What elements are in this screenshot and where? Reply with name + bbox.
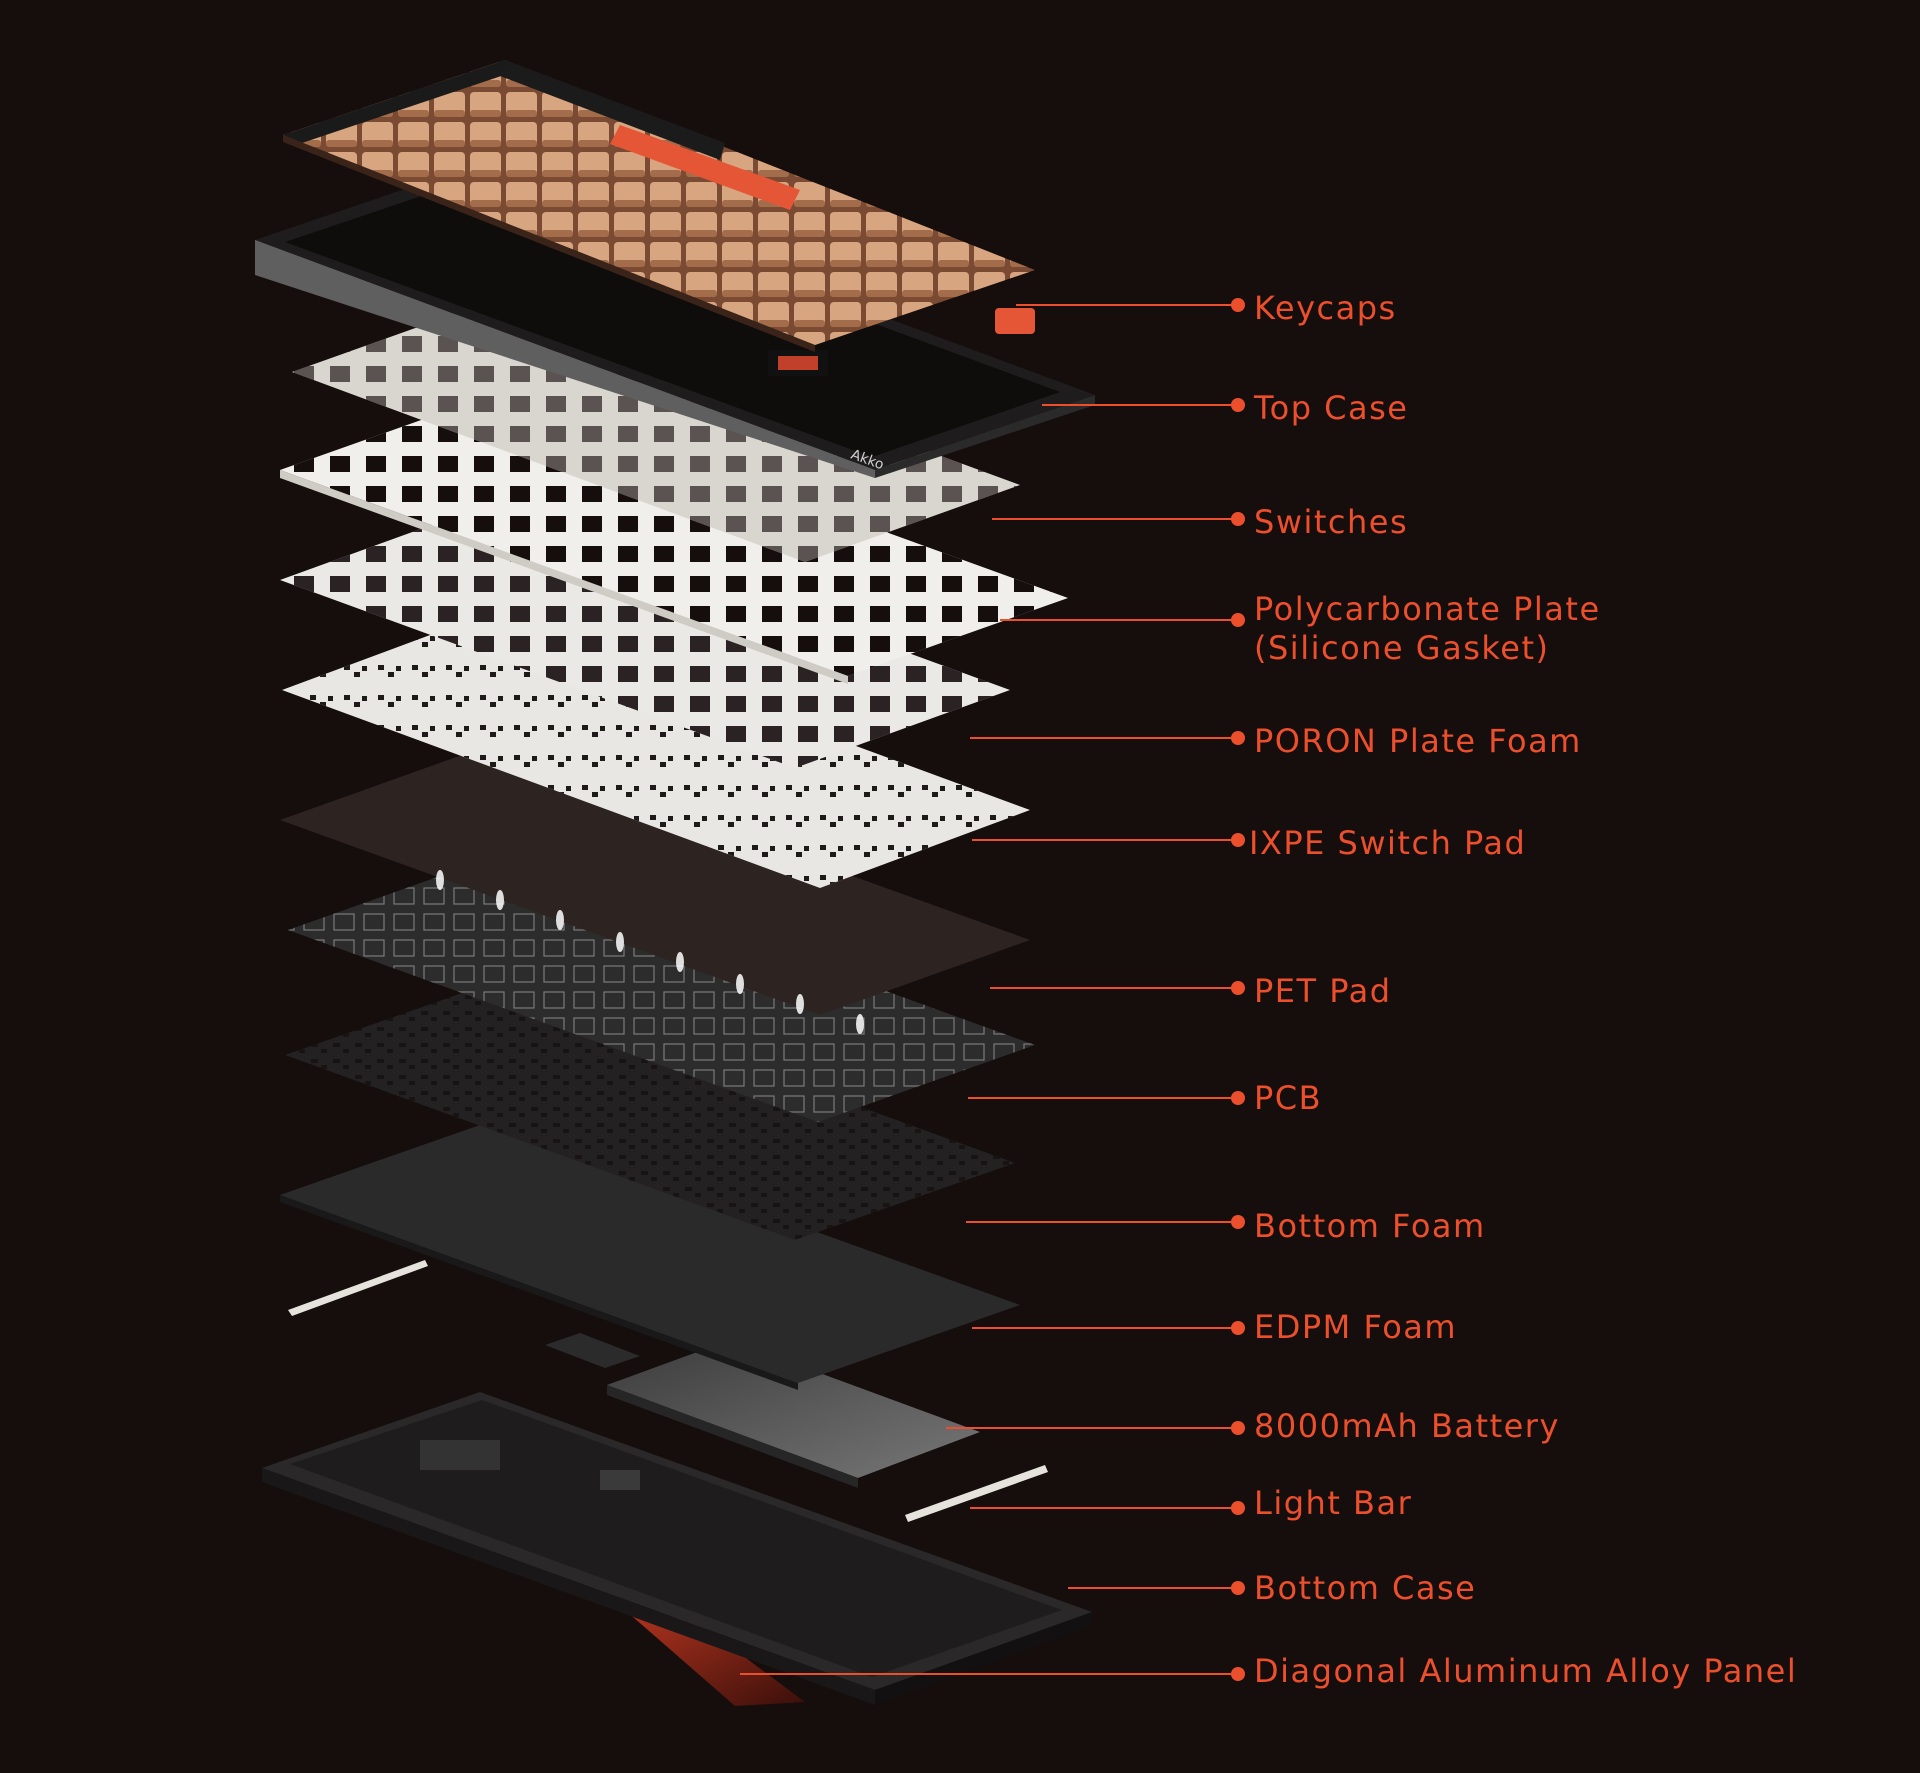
label-text: Bottom Case (1254, 1569, 1476, 1608)
label-subtext: (Silicone Gasket) (1254, 629, 1601, 668)
label-switches: Switches (1254, 503, 1408, 542)
label-keycaps: Keycaps (1254, 289, 1397, 328)
label-text: 8000mAh Battery (1254, 1407, 1560, 1446)
leader-dot-light-bar (1231, 1501, 1245, 1515)
leader-dot-edpm-foam (1231, 1321, 1245, 1335)
label-top-case: Top Case (1254, 389, 1408, 428)
label-text: PCB (1254, 1079, 1322, 1118)
light-bar-shape (905, 1465, 1048, 1522)
label-text: Light Bar (1254, 1484, 1412, 1523)
label-text: Bottom Foam (1254, 1207, 1486, 1246)
leader-dot-bottom-foam (1231, 1215, 1245, 1229)
label-aluminum-panel: Diagonal Aluminum Alloy Panel (1254, 1652, 1797, 1691)
leader-dot-keycaps (1231, 298, 1245, 312)
label-text: IXPE Switch Pad (1249, 824, 1526, 863)
leader-dot-poron-plate-foam (1231, 731, 1245, 745)
label-light-bar: Light Bar (1254, 1484, 1412, 1523)
leader-dot-aluminum-panel (1231, 1667, 1245, 1681)
label-text: Polycarbonate Plate (1254, 590, 1601, 629)
label-text: Top Case (1254, 389, 1408, 428)
leader-dot-pcb (1231, 1091, 1245, 1105)
leader-dot-pet-pad (1231, 981, 1245, 995)
label-poron-plate-foam: PORON Plate Foam (1254, 722, 1582, 761)
label-ixpe-switch-pad: IXPE Switch Pad (1249, 824, 1526, 863)
leader-dot-ixpe-switch-pad (1231, 833, 1245, 847)
label-text: Diagonal Aluminum Alloy Panel (1254, 1652, 1797, 1691)
battery-connector-shape (545, 1333, 640, 1368)
label-text: PORON Plate Foam (1254, 722, 1582, 761)
leader-dot-bottom-case (1231, 1581, 1245, 1595)
label-text: PET Pad (1254, 972, 1392, 1011)
label-pcb: PCB (1254, 1079, 1322, 1118)
label-edpm-foam: EDPM Foam (1254, 1308, 1457, 1347)
label-bottom-foam: Bottom Foam (1254, 1207, 1486, 1246)
label-text: Switches (1254, 503, 1408, 542)
label-bottom-case: Bottom Case (1254, 1569, 1476, 1608)
label-polycarbonate-plate: Polycarbonate Plate (Silicone Gasket) (1254, 590, 1601, 668)
leader-dot-battery (1231, 1421, 1245, 1435)
leader-dot-switches (1231, 512, 1245, 526)
light-bar-left-shape (288, 1260, 428, 1316)
label-text: EDPM Foam (1254, 1308, 1457, 1347)
label-pet-pad: PET Pad (1254, 972, 1392, 1011)
bottom-case-shape (262, 1392, 1092, 1705)
leader-dot-top-case (1231, 398, 1245, 412)
label-text: Keycaps (1254, 289, 1397, 328)
leader-dot-polycarbonate-plate (1231, 613, 1245, 627)
label-battery: 8000mAh Battery (1254, 1407, 1560, 1446)
